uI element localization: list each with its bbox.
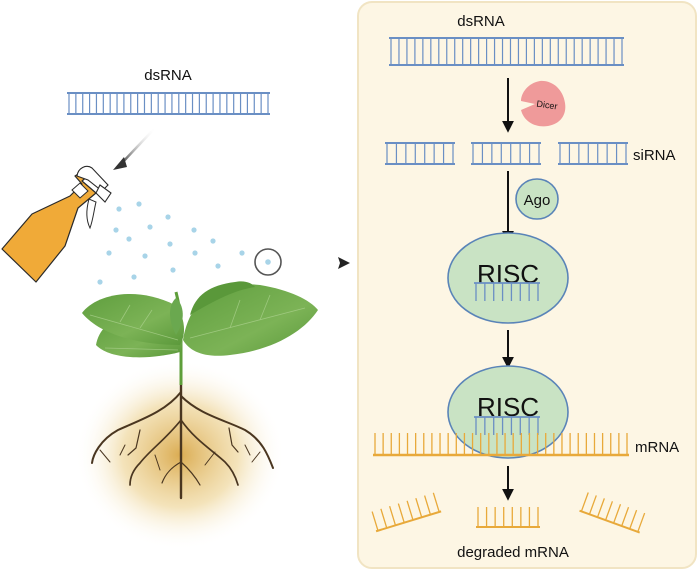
droplet [106,250,112,256]
nucleotide [406,500,414,521]
droplet [116,206,122,212]
nucleotide [637,512,646,533]
droplet [192,250,198,256]
ago-label: Ago [524,192,551,209]
droplet [191,227,197,233]
droplet [210,238,216,244]
ago-protein: Ago [515,178,559,220]
left-scene: dsRNA [1,67,350,550]
left-dsrna-ladder [67,92,270,115]
degraded-fragment [579,492,646,534]
droplet [126,236,132,242]
rnai-mechanism-panel: dsRNA Dicer siRNA Ago RISC RI [357,1,697,569]
droplet [131,274,137,280]
plant-leaves [82,281,318,358]
nucleotide [397,503,405,523]
nucleotide [415,497,423,518]
spray-arrow [113,127,156,170]
zoom-arrow [293,257,350,269]
degraded-fragment [476,507,540,528]
risc-complex-1: RISC [447,232,569,324]
droplet [239,250,245,256]
droplet [167,241,173,247]
degraded-fragment [371,492,442,533]
nucleotide [580,492,589,512]
spray-droplets [97,201,245,285]
nucleotide [371,511,379,531]
dicer-label: Dicer [536,99,558,112]
nucleotide [621,506,630,527]
degraded-label: degraded mRNA [457,544,569,561]
droplet [136,201,142,207]
mrna-strand [373,433,629,457]
magnified-droplet [265,259,271,265]
panel-dsrna-ladder [389,37,624,66]
spray-bottle-icon [1,165,112,283]
panel-dsrna-label: dsRNA [457,13,505,30]
droplet [142,253,148,259]
plant-roots [91,378,274,500]
risc-complex-2: RISC [447,365,569,459]
dicer-icon: Dicer [521,80,566,127]
droplet [97,279,103,285]
degraded-mrna-fragments [371,492,646,534]
risc-guide-strand-2 [474,416,540,435]
nucleotide [596,498,605,518]
nucleotide [588,495,597,515]
droplet [215,263,221,269]
droplet [147,224,153,230]
droplet [170,267,176,273]
nucleotide [423,495,432,515]
mrna-label: mRNA [635,439,679,456]
droplet [165,214,171,220]
droplet [113,227,119,233]
risc-guide-strand-1 [474,282,540,301]
nucleotide [389,506,397,526]
sirna-fragments [385,142,628,165]
nucleotide [380,508,388,529]
magnify-circle [254,248,282,276]
nucleotide [604,501,614,521]
nucleotide [629,509,638,530]
nucleotide [613,504,622,524]
sirna-label: siRNA [633,147,676,164]
nucleotide [432,492,440,513]
left-dsrna-label: dsRNA [144,67,192,84]
